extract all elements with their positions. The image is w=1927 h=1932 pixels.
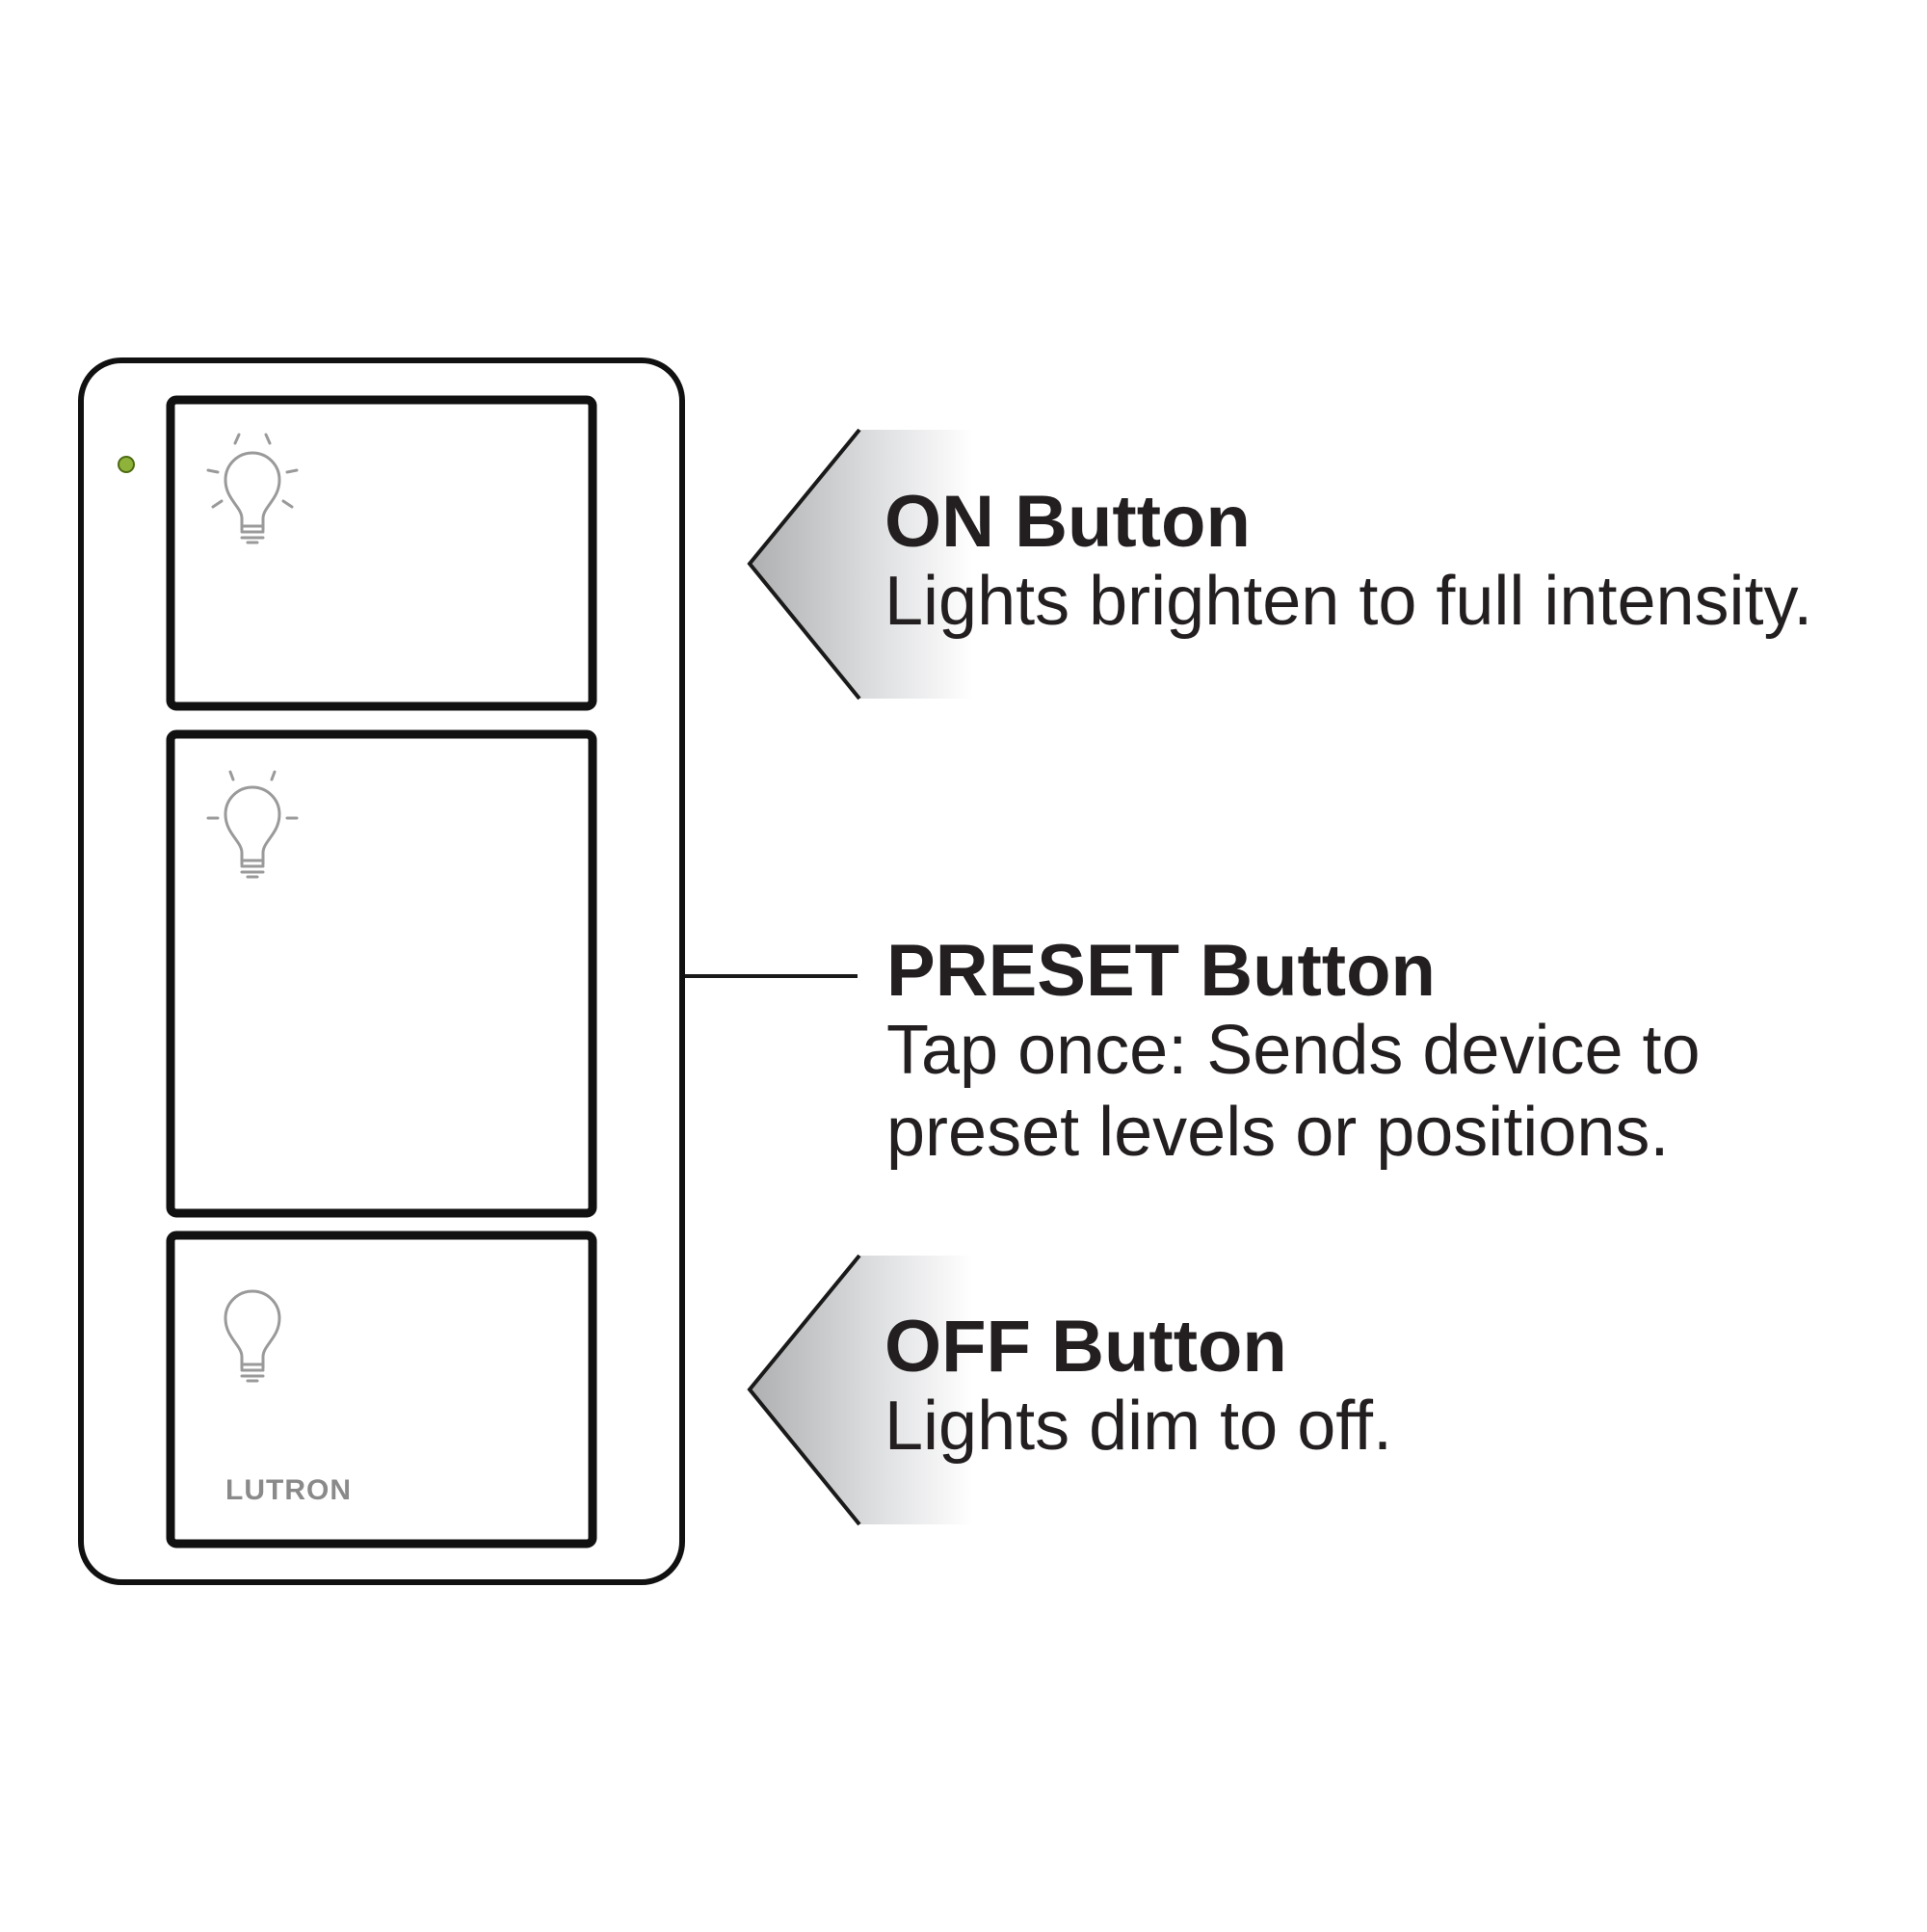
on-description: Lights brighten to full intensity. (884, 562, 1813, 640)
on-title: ON Button (884, 481, 1251, 563)
preset-description-line: Tap once: Sends device to (886, 1011, 1701, 1089)
on-button[interactable] (166, 395, 597, 711)
preset-callout: PRESET Button Tap once: Sends device to … (886, 933, 1701, 1174)
preset-description-line: preset levels or positions. (886, 1093, 1670, 1171)
off-title: OFF Button (884, 1306, 1287, 1388)
lightbulb-bright-icon (206, 433, 299, 544)
preset-title: PRESET Button (886, 930, 1436, 1012)
off-button[interactable] (166, 1231, 597, 1548)
status-led (118, 456, 135, 473)
lightbulb-half-icon (206, 770, 299, 879)
off-pointer-arrow (747, 1254, 973, 1526)
off-callout: OFF Button Lights dim to off. (884, 1309, 1392, 1468)
lightbulb-off-icon (224, 1289, 281, 1383)
preset-button[interactable] (166, 729, 597, 1218)
on-callout: ON Button Lights brighten to full intens… (884, 484, 1812, 643)
off-description: Lights dim to off. (884, 1387, 1392, 1465)
brand-logo: LUTRON (225, 1474, 352, 1506)
on-pointer-arrow (747, 428, 973, 701)
